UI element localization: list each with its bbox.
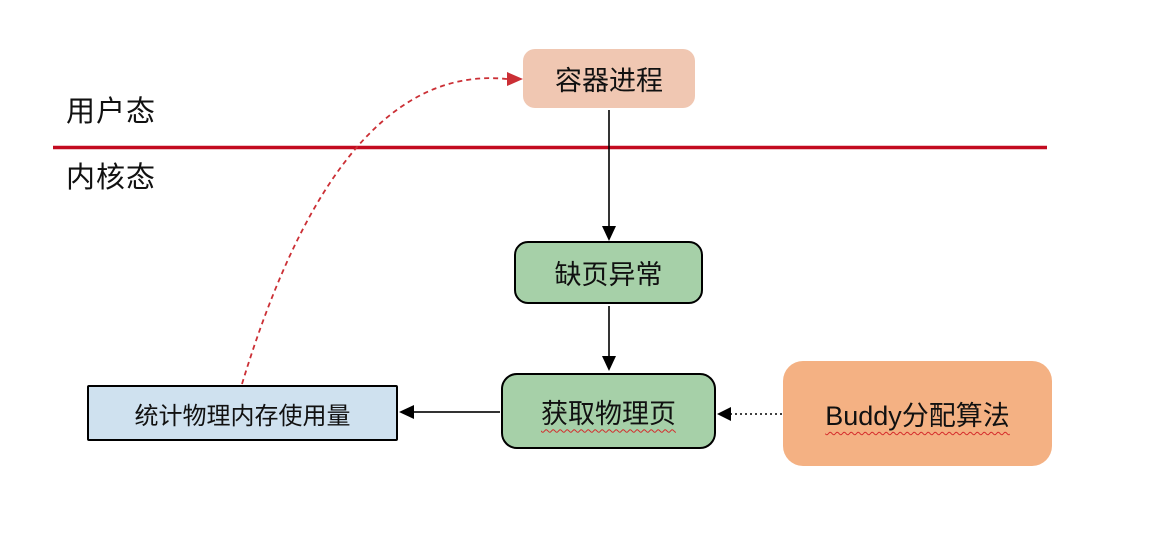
edge-getpage-to-stats bbox=[399, 405, 500, 419]
edge-stats-to-container bbox=[241, 72, 523, 385]
node-label: 容器进程 bbox=[555, 66, 663, 96]
kernel-mode-label: 内核态 bbox=[66, 162, 157, 194]
node-container-process: 容器进程 bbox=[523, 49, 695, 108]
node-label: 获取物理页 bbox=[541, 398, 676, 429]
arrowhead-down-icon bbox=[602, 356, 616, 371]
node-memory-usage-counter: 统计物理内存使用量 bbox=[87, 385, 398, 441]
edge-buddy-to-getpage bbox=[717, 407, 782, 421]
node-get-physical-page: 获取物理页 bbox=[501, 373, 716, 449]
node-buddy-allocator: Buddy分配算法 bbox=[783, 361, 1052, 466]
arrowhead-left-icon bbox=[717, 407, 731, 421]
node-label: 缺页异常 bbox=[554, 260, 663, 290]
arrowhead-right-icon bbox=[507, 72, 523, 86]
edge-pagefault-to-getpage bbox=[602, 306, 616, 371]
user-mode-label: 用户态 bbox=[66, 96, 157, 128]
edge-container-to-pagefault bbox=[602, 110, 616, 241]
edge-dashed-curve bbox=[241, 77, 508, 385]
node-page-fault: 缺页异常 bbox=[514, 241, 703, 304]
node-label: 统计物理内存使用量 bbox=[134, 402, 351, 430]
node-label: Buddy分配算法 bbox=[825, 401, 1010, 431]
arrowhead-down-icon bbox=[602, 226, 616, 241]
arrowhead-left-icon bbox=[399, 405, 414, 419]
